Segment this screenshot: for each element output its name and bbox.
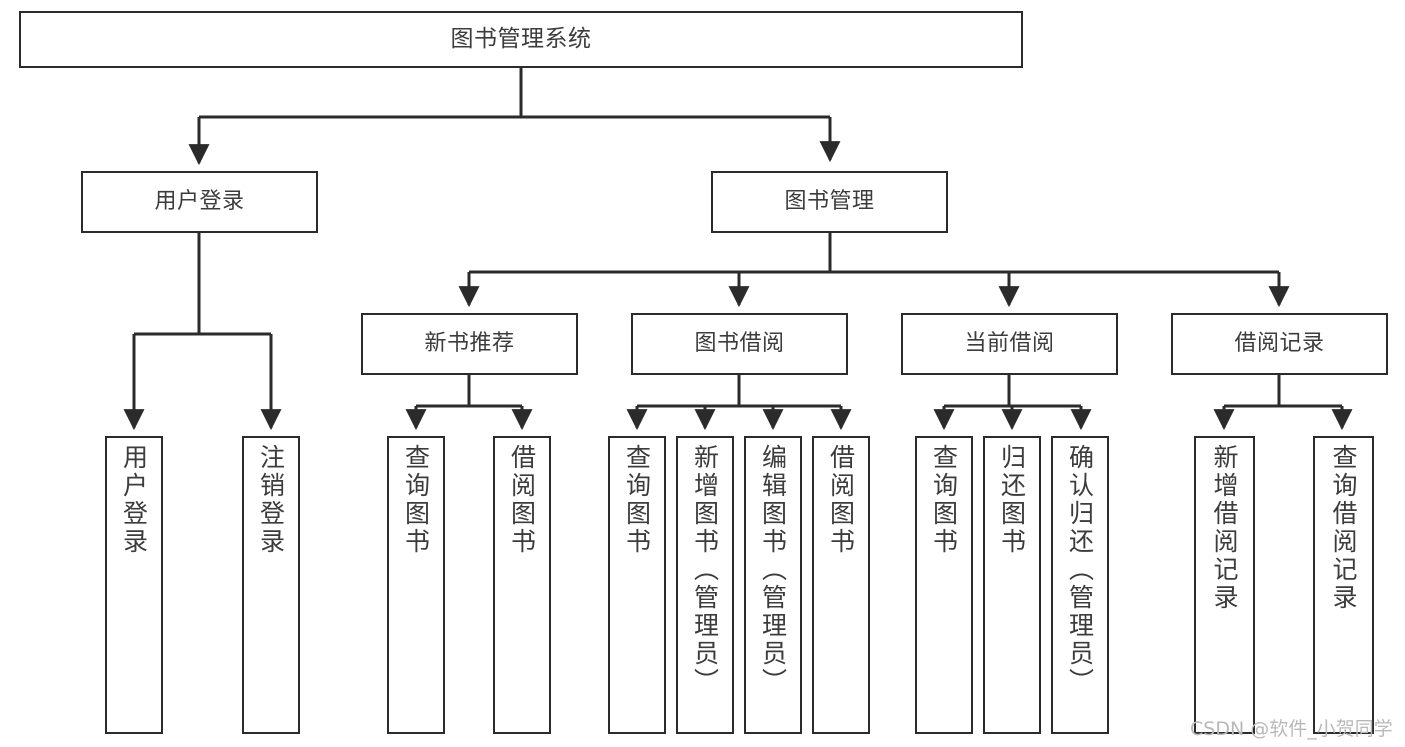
node-user-login[interactable]: 用户登录 xyxy=(81,171,318,233)
node-label: 归还图书 xyxy=(997,444,1027,556)
leaf-current-return-book[interactable]: 归还图书 xyxy=(983,436,1041,734)
leaf-new-book-query[interactable]: 查询图书 xyxy=(387,436,445,734)
watermark: CSDN @软件_小贺同学 xyxy=(1190,718,1393,740)
node-label: 图书借阅 xyxy=(694,331,785,357)
node-label: 新增图书（管理员） xyxy=(690,444,720,696)
leaf-current-query-book[interactable]: 查询图书 xyxy=(915,436,973,734)
node-label: 借阅图书 xyxy=(507,444,537,556)
leaf-new-book-borrow[interactable]: 借阅图书 xyxy=(493,436,551,734)
node-label: 编辑图书（管理员） xyxy=(758,444,788,696)
node-label: 用户登录 xyxy=(154,189,245,215)
leaf-borrow-borrow-book[interactable]: 借阅图书 xyxy=(812,436,870,734)
node-root-system[interactable]: 图书管理系统 xyxy=(19,11,1023,68)
leaf-user-login-signin[interactable]: 用户登录 xyxy=(105,436,163,734)
node-label: 确认归还（管理员） xyxy=(1065,444,1095,696)
node-book-management[interactable]: 图书管理 xyxy=(711,171,948,233)
node-borrow-records[interactable]: 借阅记录 xyxy=(1171,313,1388,375)
node-label: 借阅图书 xyxy=(826,444,856,556)
node-label: 新增借阅记录 xyxy=(1210,444,1239,612)
node-label: 当前借阅 xyxy=(964,331,1055,357)
leaf-borrow-query-book[interactable]: 查询图书 xyxy=(608,436,666,734)
node-label: 查询借阅记录 xyxy=(1329,444,1358,612)
node-label: 查询图书 xyxy=(401,444,431,556)
leaf-borrow-edit-book-admin[interactable]: 编辑图书（管理员） xyxy=(744,436,802,734)
node-label: 新书推荐 xyxy=(424,331,515,357)
leaf-records-query-record[interactable]: 查询借阅记录 xyxy=(1313,436,1374,734)
node-current-borrow[interactable]: 当前借阅 xyxy=(901,313,1118,375)
leaf-borrow-add-book-admin[interactable]: 新增图书（管理员） xyxy=(676,436,734,734)
leaf-user-login-signout[interactable]: 注销登录 xyxy=(242,436,300,734)
node-label: 查询图书 xyxy=(929,444,959,556)
node-label: 借阅记录 xyxy=(1234,331,1325,357)
node-label: 图书管理 xyxy=(784,189,875,215)
node-label: 图书管理系统 xyxy=(450,26,592,53)
node-label: 用户登录 xyxy=(119,444,149,556)
node-new-book-recommend[interactable]: 新书推荐 xyxy=(361,313,578,375)
node-label: 注销登录 xyxy=(256,444,286,556)
leaf-records-add-record[interactable]: 新增借阅记录 xyxy=(1194,436,1255,734)
leaf-current-confirm-return-admin[interactable]: 确认归还（管理员） xyxy=(1051,436,1109,734)
node-label: 查询图书 xyxy=(622,444,652,556)
node-book-borrow[interactable]: 图书借阅 xyxy=(631,313,848,375)
